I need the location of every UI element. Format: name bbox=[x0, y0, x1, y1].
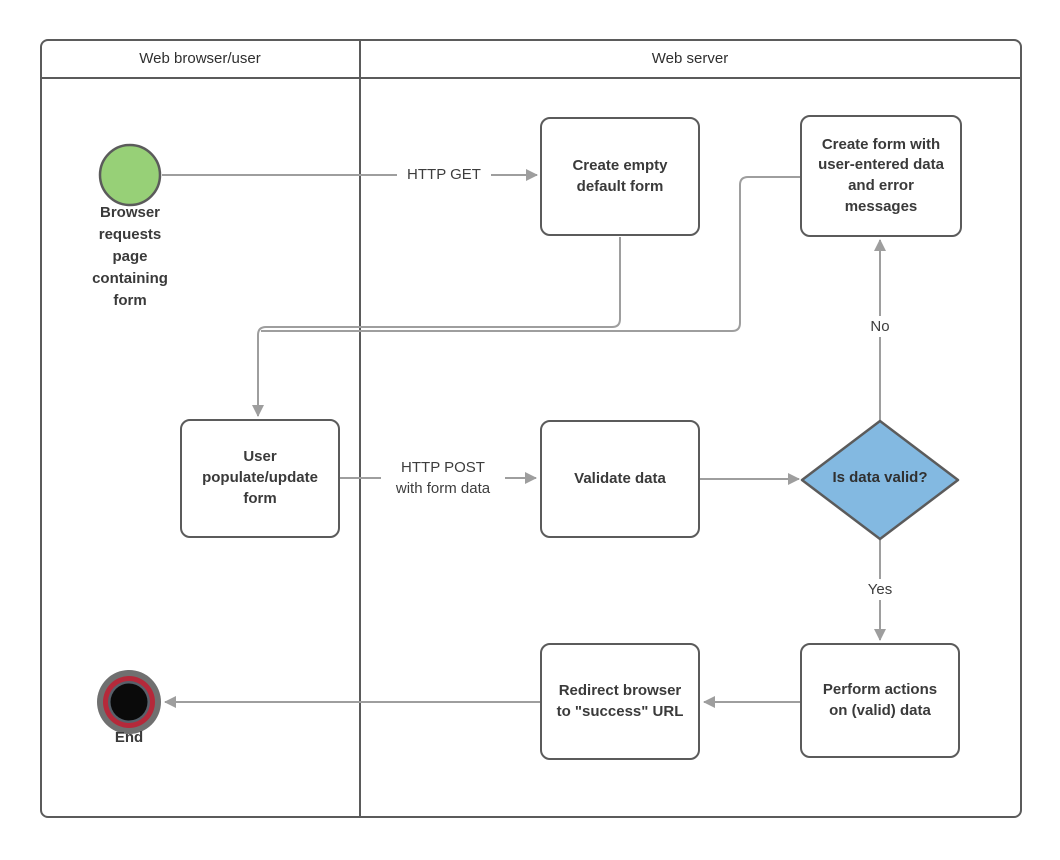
decision-node-label: Is data valid? bbox=[832, 469, 928, 486]
edge-label-yes: Yes bbox=[862, 579, 898, 600]
lane-title-browser: Web browser/user bbox=[139, 50, 261, 67]
edge-label-no: No bbox=[866, 316, 894, 337]
swimlane-frame bbox=[40, 39, 1022, 818]
lane-divider bbox=[359, 39, 361, 816]
node-validate-data[interactable]: Validate data bbox=[540, 420, 700, 538]
node-user-populate-form[interactable]: User populate/update form bbox=[180, 419, 340, 538]
edge-createerrors-to-populate bbox=[261, 176, 800, 332]
start-node[interactable] bbox=[98, 143, 162, 207]
node-label: Perform actions on (valid) data bbox=[822, 680, 938, 719]
node-create-form-errors[interactable]: Create form with user-entered data and e… bbox=[800, 115, 962, 237]
lane-title-server: Web server bbox=[651, 50, 729, 67]
node-create-empty-form[interactable]: Create empty default form bbox=[540, 117, 700, 236]
decision-node[interactable] bbox=[800, 419, 960, 541]
lane-header-separator bbox=[40, 77, 1020, 79]
node-label: Validate data bbox=[574, 469, 666, 487]
node-redirect-browser[interactable]: Redirect browser to "success" URL bbox=[540, 643, 700, 760]
node-label: User populate/update form bbox=[202, 448, 318, 507]
node-perform-actions[interactable]: Perform actions on (valid) data bbox=[800, 643, 960, 758]
end-node[interactable] bbox=[97, 670, 161, 734]
node-label: Create empty default form bbox=[572, 156, 668, 195]
end-node-label: End bbox=[114, 729, 144, 746]
end-node-core bbox=[110, 683, 148, 721]
node-label: Create form with user-entered data and e… bbox=[818, 135, 944, 215]
start-node-label: Browser requests page containing form bbox=[92, 204, 168, 309]
edge-label-http-get: HTTP GET bbox=[397, 165, 491, 185]
node-label: Redirect browser to "success" URL bbox=[556, 681, 684, 720]
edge-createempty-to-populate bbox=[252, 237, 621, 417]
edge-label-http-post: HTTP POST with form data bbox=[381, 457, 505, 499]
